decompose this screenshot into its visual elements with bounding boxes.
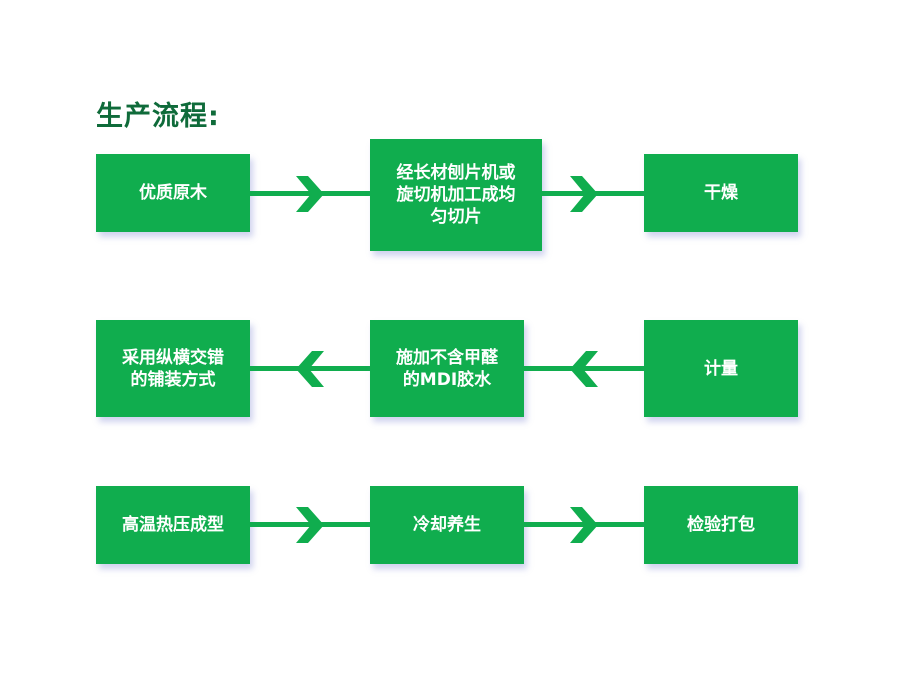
step-4-box: 计量 (644, 320, 798, 417)
step-3-label: 干燥 (704, 183, 738, 203)
step-9-label: 检验打包 (687, 515, 755, 535)
step-5-box: 施加不含甲醛 的MDI胶水 (370, 320, 524, 417)
connector-6-line (250, 522, 370, 527)
step-1-label: 优质原木 (139, 183, 207, 203)
connector-4-line (524, 366, 644, 371)
step-2-box: 经长材刨片机或 旋切机加工成均 匀切片 (370, 139, 542, 251)
step-6-box: 采用纵横交错 的铺装方式 (96, 320, 250, 417)
connector-1-line (250, 191, 370, 196)
chevron-left-icon (296, 351, 324, 387)
chevron-right-icon (296, 507, 324, 543)
page-title: 生产流程: (96, 101, 220, 132)
step-8-box: 冷却养生 (370, 486, 524, 564)
step-9-box: 检验打包 (644, 486, 798, 564)
connector-7-line (524, 522, 644, 527)
chevron-right-icon (570, 176, 598, 212)
step-2-label: 经长材刨片机或 旋切机加工成均 匀切片 (396, 163, 516, 227)
connector-5-line (250, 366, 370, 371)
step-1-box: 优质原木 (96, 154, 250, 232)
step-7-label: 高温热压成型 (122, 515, 224, 535)
step-5-label: 施加不含甲醛 的MDI胶水 (396, 347, 498, 390)
step-8-label: 冷却养生 (413, 515, 481, 535)
step-3-box: 干燥 (644, 154, 798, 232)
step-7-box: 高温热压成型 (96, 486, 250, 564)
chevron-left-icon (570, 351, 598, 387)
step-4-label: 计量 (704, 358, 738, 379)
step-6-label: 采用纵横交错 的铺装方式 (122, 347, 224, 390)
chevron-right-icon (570, 507, 598, 543)
chevron-right-icon (296, 176, 324, 212)
